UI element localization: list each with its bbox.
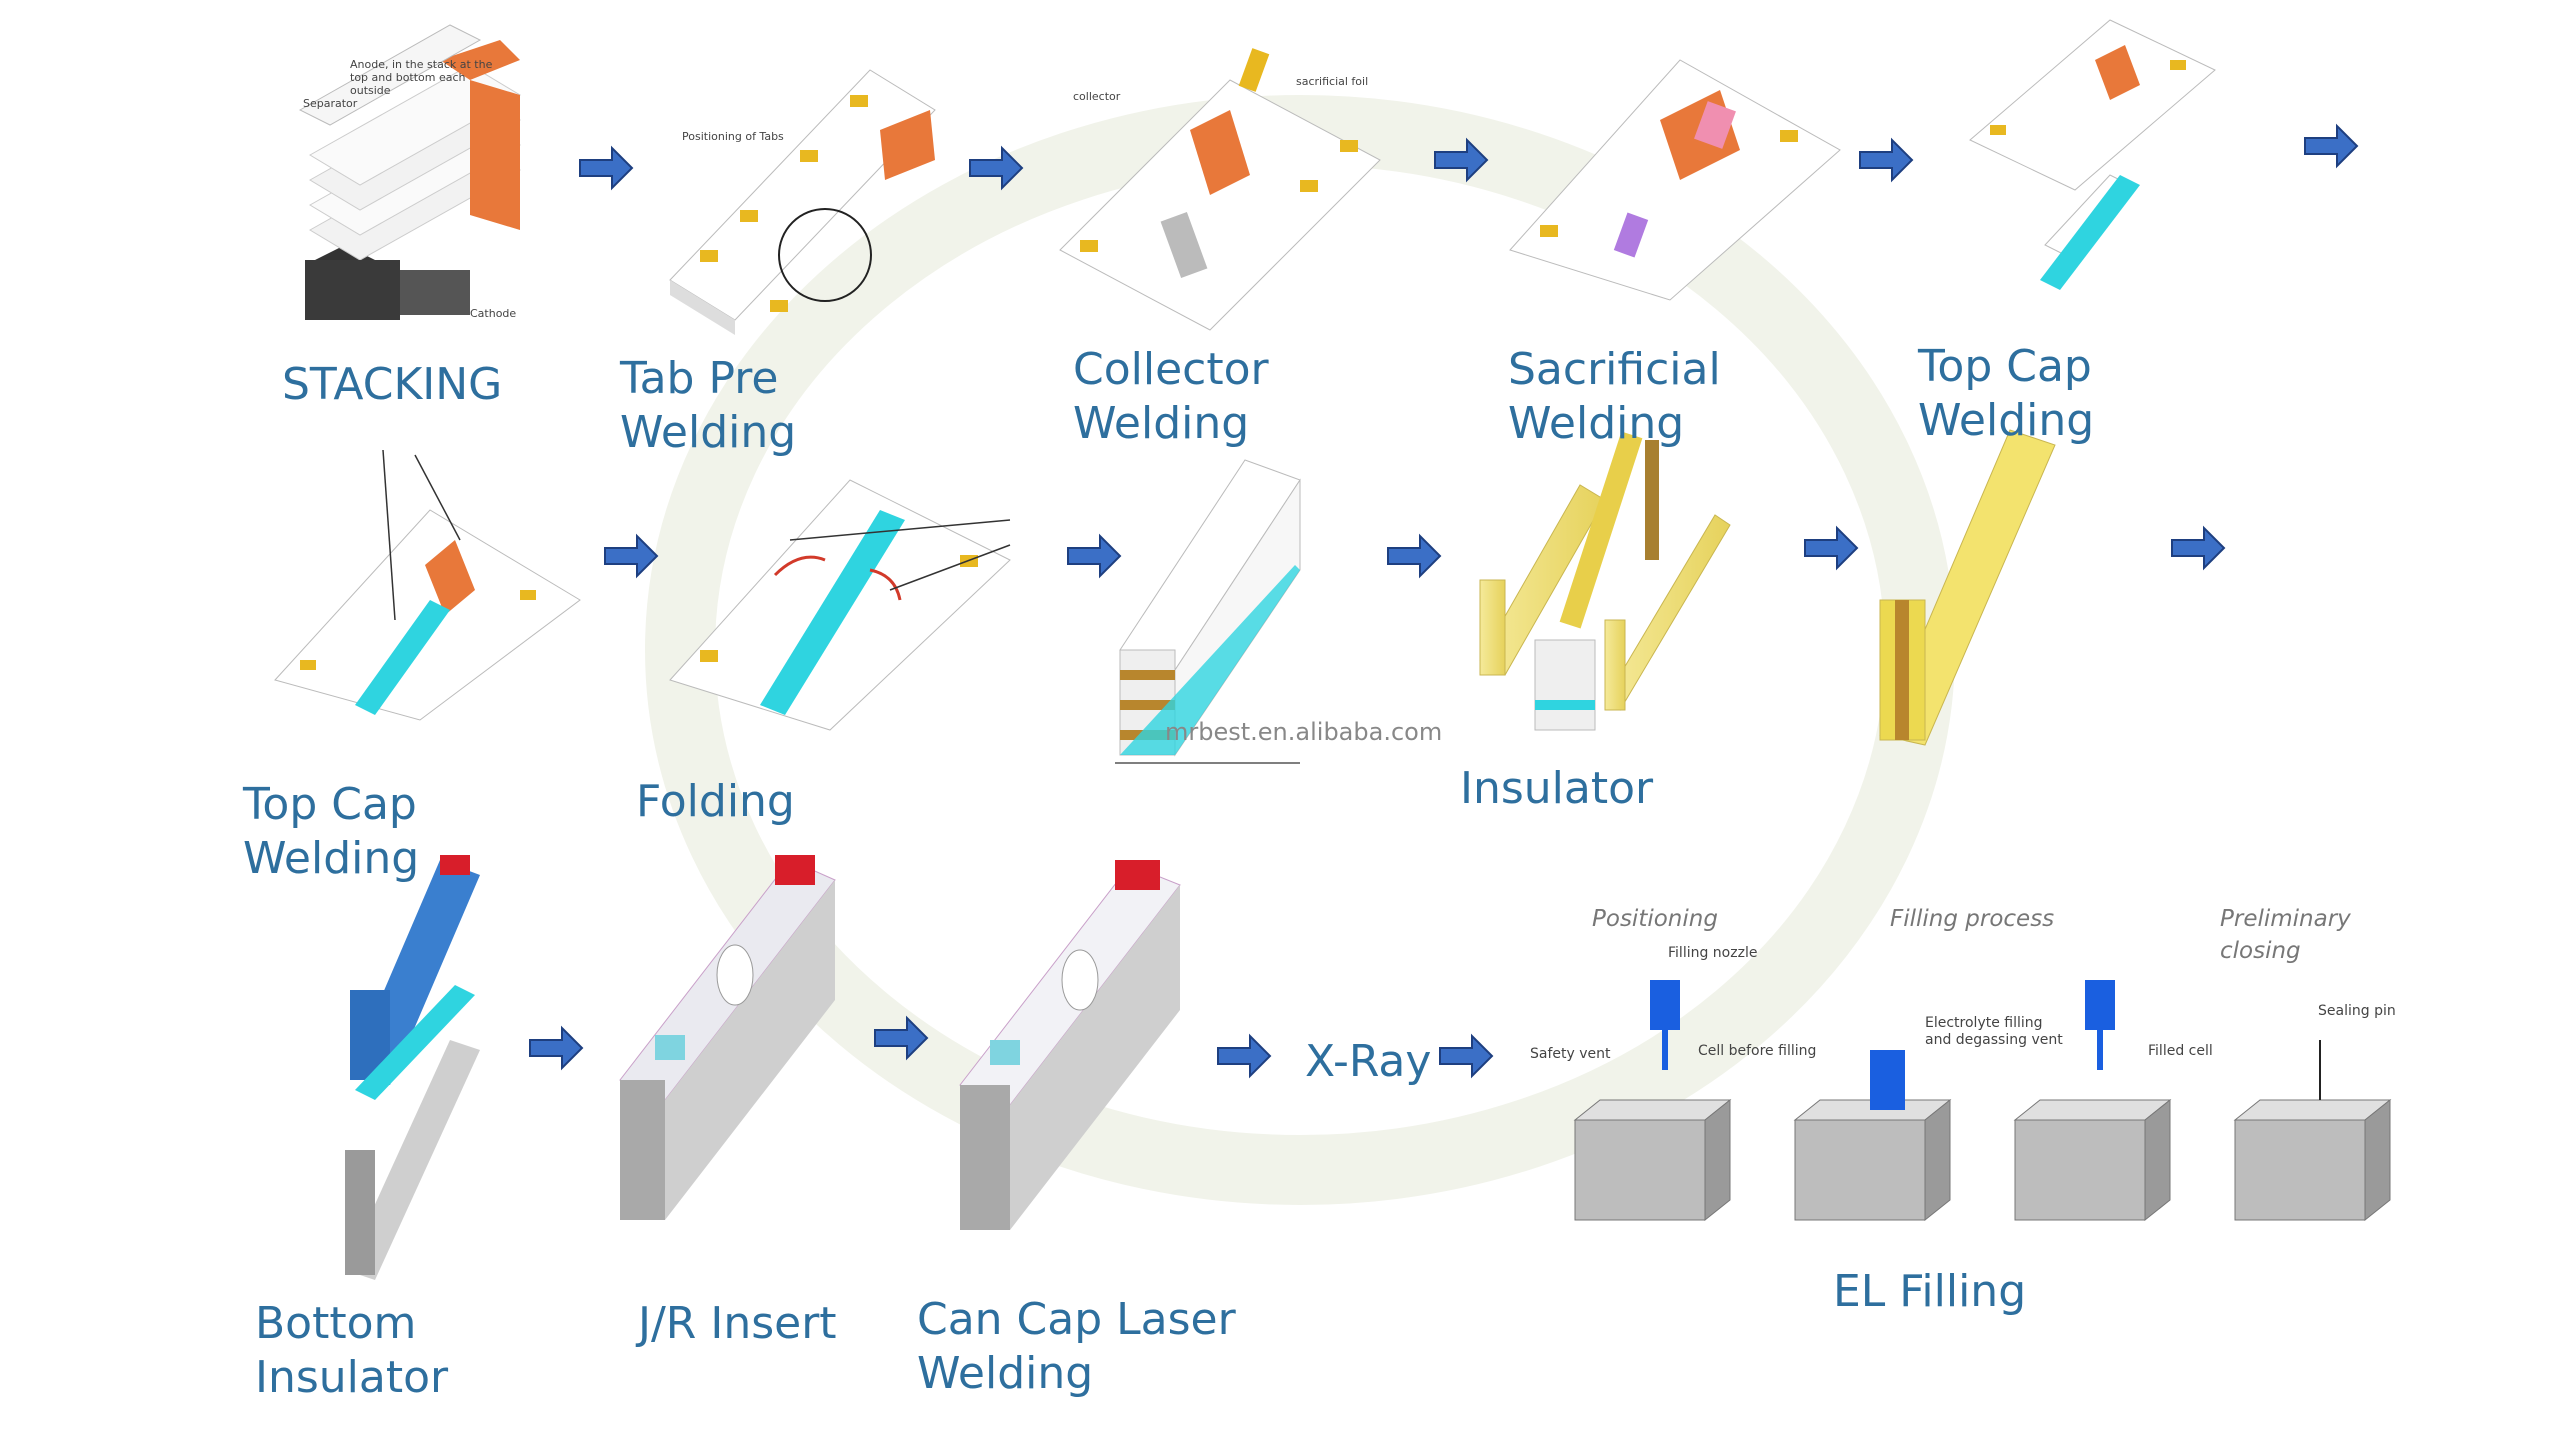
el-stage-positioning: Positioning: [1592, 906, 1718, 932]
jr-insert-illustration: [619, 855, 836, 1220]
callout-sealing-pin: Sealing pin: [2318, 1003, 2396, 1019]
flow-arrows: [529, 123, 2359, 1079]
top-cap-welding-illustration-1: [1969, 19, 2216, 290]
arrow-icon: [529, 1025, 584, 1071]
callout-anode: Anode, in the stack at the top and botto…: [350, 58, 493, 97]
callout-filling-nozzle: Filling nozzle: [1668, 945, 1758, 961]
callout-electrolyte-filling: Electrolyte filling and degassing vent: [1925, 1015, 2063, 1048]
callout-cathode: Cathode: [470, 307, 517, 320]
arrow-icon: [1434, 137, 1489, 183]
label-x-ray: X-Ray: [1305, 1036, 1432, 1087]
label-sacrificial-welding: Sacrificial Welding: [1508, 344, 1721, 449]
label-el-filling: EL Filling: [1833, 1266, 2027, 1317]
callout-collector: collector: [1073, 90, 1121, 103]
can-cap-laser-welding-illustration: [959, 860, 1181, 1230]
bottom-insulator-illustration: [345, 855, 480, 1280]
watermark-text: mrbest.en.alibaba.com: [1165, 718, 1443, 746]
label-stacking: STACKING: [282, 359, 503, 410]
arrow-icon: [579, 145, 634, 191]
label-collector-welding: Collector Welding: [1073, 344, 1269, 449]
arrow-icon: [1439, 1033, 1494, 1079]
tab-pre-welding-illustration: [669, 69, 936, 335]
el-filling-illustration: [1573, 980, 2392, 1222]
arrow-icon: [1387, 533, 1442, 579]
el-stage-preliminary-closing: Preliminary closing: [2220, 906, 2351, 964]
callout-safety-vent: Safety vent: [1530, 1046, 1611, 1062]
callout-cell-before-filling: Cell before filling: [1698, 1043, 1817, 1059]
label-bottom-insulator: Bottom Insulator: [255, 1298, 449, 1403]
label-jr-insert: J/R Insert: [638, 1298, 837, 1349]
arrow-icon: [1217, 1033, 1272, 1079]
arrow-icon: [874, 1015, 929, 1061]
arrow-icon: [2304, 123, 2359, 169]
folded-stack-illustration: [1115, 459, 1301, 764]
callout-separator: Separator: [303, 97, 358, 110]
insulator-illustration: [1479, 431, 1731, 731]
el-stage-filling-process: Filling process: [1890, 906, 2055, 932]
arrow-icon: [1804, 525, 1859, 571]
label-can-cap-laser-welding: Can Cap Laser Welding: [917, 1294, 1236, 1399]
label-top-cap-welding-2: Top Cap Welding: [243, 779, 420, 884]
callout-filled-cell: Filled cell: [2148, 1043, 2213, 1059]
wrapped-cell-illustration: [1879, 429, 2056, 746]
folding-illustration: [669, 479, 1011, 731]
callout-sacrificial-foil: sacrificial foil: [1296, 75, 1369, 88]
label-folding: Folding: [636, 776, 795, 827]
top-cap-welding-illustration-2: [274, 449, 581, 721]
stacking-illustration: [298, 24, 521, 320]
sacrificial-welding-illustration: [1509, 59, 1841, 301]
arrow-icon: [2171, 525, 2226, 571]
arrow-icon: [1067, 533, 1122, 579]
label-insulator: Insulator: [1460, 763, 1654, 814]
label-top-cap-welding-1: Top Cap Welding: [1918, 341, 2095, 446]
arrow-icon: [1859, 137, 1914, 183]
label-tab-pre-welding: Tab Pre Welding: [620, 353, 797, 458]
collector-welding-illustration: [1059, 48, 1381, 331]
callout-positioning-of-tabs: Positioning of Tabs: [682, 130, 784, 143]
arrow-icon: [969, 145, 1024, 191]
arrow-icon: [604, 533, 659, 579]
